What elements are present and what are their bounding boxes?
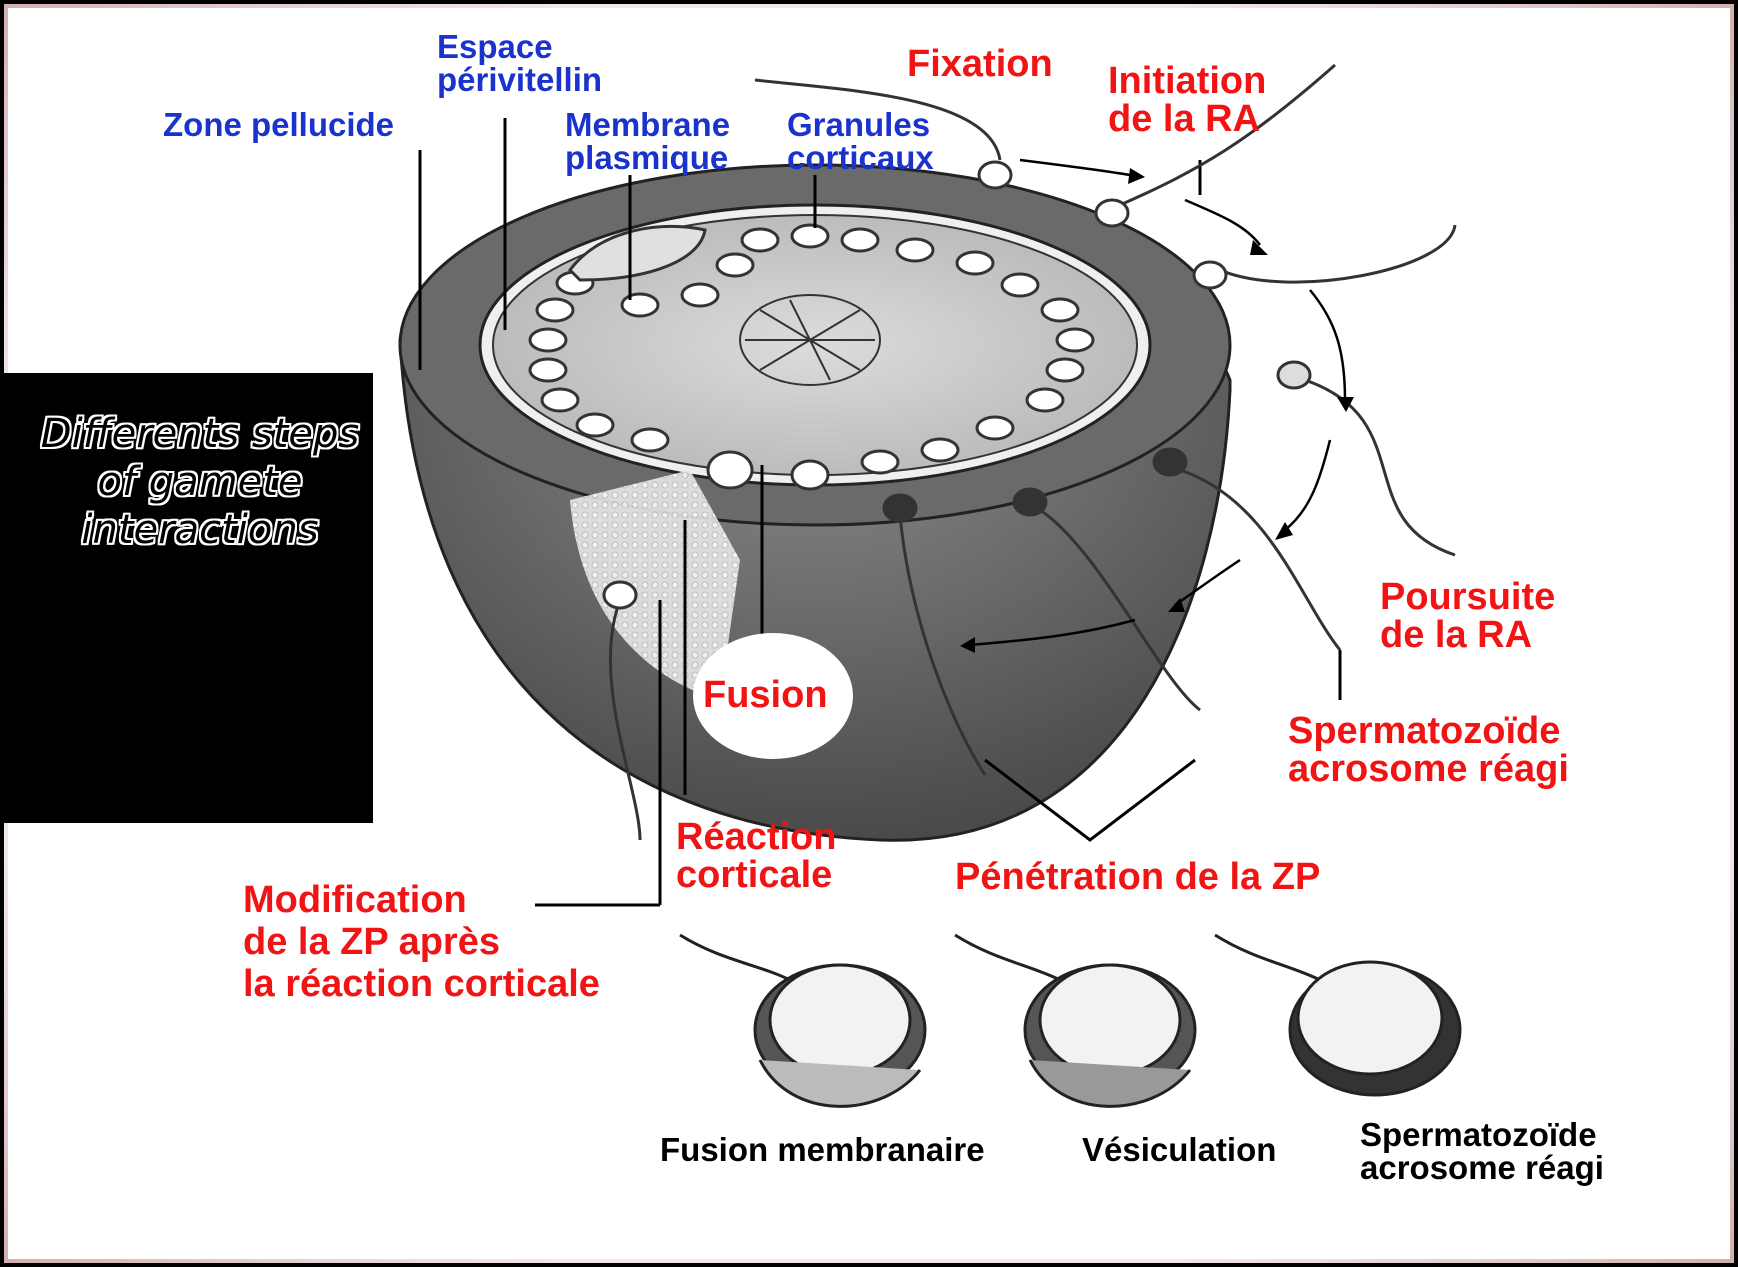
label-line: Membrane xyxy=(565,108,730,141)
label-line: la réaction corticale xyxy=(243,964,600,1006)
title-line-3: interactions xyxy=(0,506,400,554)
label-line: Spermatozoïde xyxy=(1288,712,1569,750)
label-penetration-zp: Pénétration de la ZP xyxy=(955,858,1320,896)
label-line: périvitellin xyxy=(437,63,602,96)
label-espace-perivitellin: Espace périvitellin xyxy=(437,30,602,96)
label-fusion-membranaire: Fusion membranaire xyxy=(660,1133,985,1166)
label-vesiculation: Vésiculation xyxy=(1082,1133,1276,1166)
label-fixation: Fixation xyxy=(907,45,1053,83)
label-poursuite-ra: Poursuite de la RA xyxy=(1380,578,1555,654)
label-line: corticale xyxy=(676,856,836,894)
label-line: Spermatozoïde xyxy=(1360,1118,1604,1151)
label-line: Modification xyxy=(243,880,600,922)
label-granules-corticaux: Granules corticaux xyxy=(787,108,934,174)
label-membrane-plasmique: Membrane plasmique xyxy=(565,108,730,174)
label-line: Initiation xyxy=(1108,62,1266,100)
slide-title: Differents steps of gamete interactions xyxy=(0,410,400,554)
label-line: acrosome réagi xyxy=(1360,1151,1604,1184)
title-line-1: Differents steps xyxy=(0,410,400,458)
label-line: Réaction xyxy=(676,818,836,856)
label-zone-pellucide: Zone pellucide xyxy=(163,108,394,141)
label-spermatozoide-acrosome-reagi: Spermatozoïde acrosome réagi xyxy=(1360,1118,1604,1184)
label-line: de la ZP après xyxy=(243,922,600,964)
label-line: corticaux xyxy=(787,141,934,174)
label-spermatozoide-reagi: Spermatozoïde acrosome réagi xyxy=(1288,712,1569,788)
label-line: Granules xyxy=(787,108,934,141)
label-line: Poursuite xyxy=(1380,578,1555,616)
label-reaction-corticale: Réaction corticale xyxy=(676,818,836,894)
label-line: de la RA xyxy=(1380,616,1555,654)
label-fusion: Fusion xyxy=(703,676,828,714)
label-line: plasmique xyxy=(565,141,730,174)
title-line-2: of gamete xyxy=(0,458,400,506)
label-line: de la RA xyxy=(1108,100,1266,138)
label-initiation-ra: Initiation de la RA xyxy=(1108,62,1266,138)
label-modification-zp: Modification de la ZP après la réaction … xyxy=(243,880,600,1005)
label-line: acrosome réagi xyxy=(1288,750,1569,788)
label-line: Espace xyxy=(437,30,602,63)
